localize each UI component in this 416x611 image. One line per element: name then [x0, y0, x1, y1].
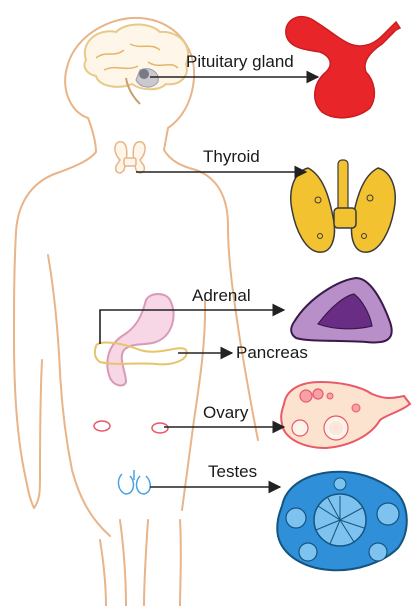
testes-small: [117, 470, 151, 495]
label-thyroid: Thyroid: [203, 147, 260, 166]
thyroid-gland: [290, 159, 396, 253]
body-outline: [12, 16, 259, 607]
adrenal-gland: [290, 276, 393, 344]
pituitary-gland: [285, 16, 402, 119]
ovary-small-left: [93, 420, 111, 432]
label-pancreas: Pancreas: [236, 343, 308, 362]
arrow-adrenal: [99, 303, 286, 344]
label-testes: Testes: [208, 462, 258, 481]
label-ovary: Ovary: [203, 403, 249, 422]
testes-gland: [276, 470, 408, 572]
label-pituitary-gland: Pituitary gland: [186, 52, 294, 71]
ovary-small-right: [151, 422, 169, 434]
thyroid-small: [114, 141, 146, 174]
brain: [83, 23, 189, 105]
label-adrenal: Adrenal: [192, 286, 251, 305]
ovary-gland: [280, 380, 412, 450]
arrows: [99, 70, 320, 494]
stomach-small: [93, 293, 188, 387]
